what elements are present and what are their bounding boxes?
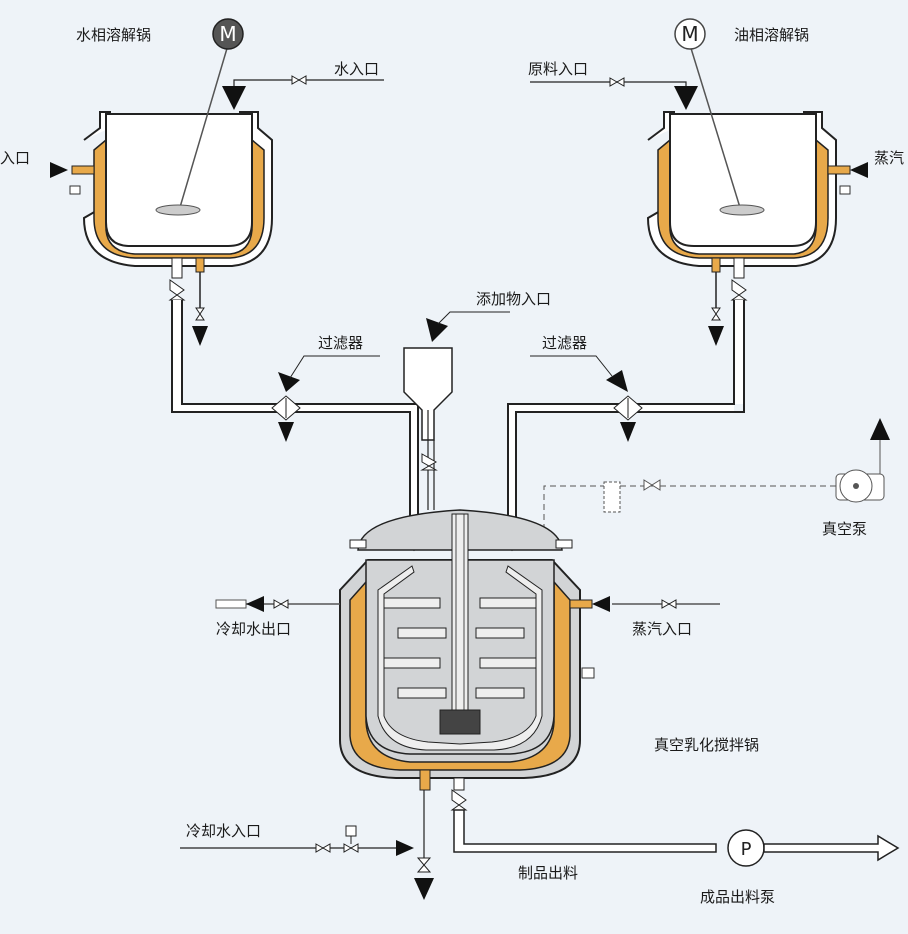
right-filter-label: 过滤器 <box>542 334 587 352</box>
water-phase-tank <box>50 44 273 346</box>
raw-material-inlet-label: 原料入口 <box>528 60 588 78</box>
product-outlet-pipe <box>763 834 900 862</box>
vacuum-line <box>543 485 840 540</box>
vacuum-pump <box>835 418 890 503</box>
emulsifying-vessel <box>339 509 595 791</box>
vessel-outlet-valve <box>450 789 468 811</box>
oil-tank-agitator-shaft <box>689 44 743 215</box>
additive-inlet-arrow <box>426 318 448 342</box>
steam-inlet-valve <box>661 599 677 609</box>
raw-material-inlet-line <box>530 81 687 95</box>
paddle-r4 <box>475 687 525 699</box>
water-inlet-arrow <box>222 86 246 110</box>
cooling-water-inlet-valve-2 <box>343 843 359 853</box>
product-discharge-label: 制品出料 <box>518 864 578 882</box>
water-tank-body <box>105 113 253 247</box>
motor-right: M <box>674 18 706 50</box>
cooling-water-outlet-label: 冷却水出口 <box>216 620 291 638</box>
cooling-water-inlet-label: 冷却水入口 <box>186 822 261 840</box>
oil-tank-outlet-jacket <box>711 257 721 273</box>
product-pump-symbol: P <box>741 839 752 860</box>
paddle-l2 <box>397 627 447 639</box>
raw-material-inlet-valve <box>609 77 625 87</box>
motor-right-label: M <box>681 22 698 46</box>
oil-tank-jacket <box>657 138 829 259</box>
vessel-agitator-shaft <box>451 513 469 711</box>
motor-left: M <box>212 18 244 50</box>
paddle-r2 <box>475 627 525 639</box>
right-filter <box>530 355 643 442</box>
water-tank-label: 水相溶解锅 <box>76 26 151 44</box>
water-tank-outlet-main <box>171 257 183 279</box>
oil-tank-side-inlet <box>827 165 851 175</box>
water-inlet-valve <box>291 75 307 85</box>
vacuum-filter <box>603 481 621 513</box>
paddle-l4 <box>397 687 447 699</box>
vessel-jacket-outlet <box>419 769 431 791</box>
oil-tank-outlet-main <box>733 257 745 279</box>
steam-inlet-pipe <box>569 599 593 609</box>
vessel-product-outlet <box>453 777 465 791</box>
oil-phase-tank <box>646 44 868 346</box>
water-tank-valve <box>168 279 186 301</box>
paddle-r3 <box>479 657 537 669</box>
water-tank-agitator-shaft <box>177 44 229 215</box>
product-pump: P <box>727 829 765 867</box>
cooling-water-inlet-valve-1 <box>315 843 331 853</box>
paddle-r1 <box>479 597 537 609</box>
vacuum-valve <box>643 479 661 491</box>
water-inlet-label: 水入口 <box>334 60 379 78</box>
oil-tank-body <box>669 113 817 247</box>
vessel-homogenizer <box>439 709 481 735</box>
product-pump-label: 成品出料泵 <box>700 888 775 906</box>
water-tank-jacket <box>93 138 265 259</box>
vessel-scraper-frame <box>377 565 543 751</box>
water-inlet-line <box>233 79 384 95</box>
steam-inlet-label: 蒸汽入口 <box>632 620 692 638</box>
motor-left-label: M <box>219 22 236 46</box>
oil-tank-impeller <box>719 204 765 216</box>
oil-tank-label: 油相溶解锅 <box>734 26 809 44</box>
paddle-l1 <box>383 597 441 609</box>
main-vessel-label: 真空乳化搅拌锅 <box>654 736 759 754</box>
left-filter <box>271 355 380 442</box>
raw-material-inlet-arrow <box>674 86 698 110</box>
water-tank-outlet-jacket <box>195 257 205 273</box>
additive-inlet-label: 添加物入口 <box>476 290 551 308</box>
cooling-water-outlet-valve <box>273 599 289 609</box>
water-tank-side-inlet <box>71 165 95 175</box>
left-filter-label: 过滤器 <box>318 334 363 352</box>
left-side-inlet-label: 入口 <box>0 149 30 167</box>
paddle-l3 <box>383 657 441 669</box>
water-phase-transfer-pipe <box>171 300 419 540</box>
oil-tank-valve <box>730 279 748 301</box>
water-tank-impeller <box>155 204 201 216</box>
additive-hopper <box>403 311 510 510</box>
vacuum-pump-label: 真空泵 <box>822 520 867 538</box>
right-side-steam-label: 蒸汽 <box>874 149 904 167</box>
